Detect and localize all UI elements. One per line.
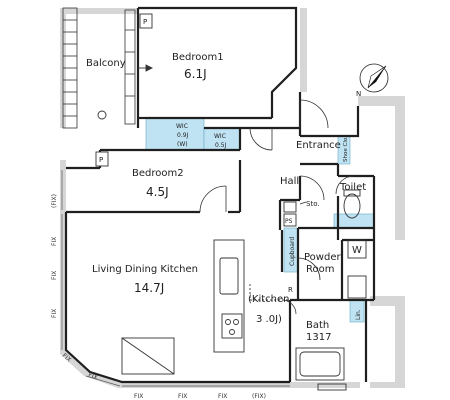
walls <box>64 6 376 384</box>
exterior-wall-shading <box>60 8 405 388</box>
area-wic1: 0.9J <box>177 132 189 139</box>
p-box-2 <box>95 151 109 167</box>
note-wic1: (W) <box>177 141 188 148</box>
toilet-shelf-area <box>333 213 375 229</box>
fix-left-2: FIX <box>51 271 58 280</box>
label-kitchen: (Kitchen <box>248 294 289 305</box>
label-bath-size: 1317 <box>306 332 331 343</box>
label-r: R <box>288 286 293 294</box>
balcony-railing <box>62 7 136 129</box>
label-toilet: Toilet <box>339 182 366 193</box>
label-bedroom1: Bedroom1 <box>172 52 224 63</box>
label-lin: Lin. <box>355 309 362 320</box>
label-bath: Bath <box>306 320 329 331</box>
label-entrance: Entrance <box>296 140 341 151</box>
label-wic2: WIC <box>214 133 226 140</box>
compass-north-label: N <box>356 90 361 98</box>
ac-unit <box>121 337 175 375</box>
area-wic2: 0.5J <box>215 142 227 149</box>
fix-bottom-2: FIX <box>178 393 187 400</box>
stove <box>221 313 243 339</box>
label-sto: Sto. <box>306 200 320 208</box>
fix-bottom-3: FIX <box>218 393 227 400</box>
powder-sink <box>347 275 367 299</box>
label-p-1: P <box>143 18 147 26</box>
kitchen-sink <box>219 257 239 295</box>
toilet-bowl <box>343 193 361 219</box>
fix-paren-left: (FIX) <box>51 194 58 208</box>
fix-diag-1: FIX <box>61 352 73 363</box>
washer <box>347 239 367 259</box>
label-p-2: P <box>99 156 103 164</box>
label-powder-line1: Powder <box>304 252 341 263</box>
label-balcony: Balcony <box>86 58 126 69</box>
label-wic1: WIC <box>176 123 188 130</box>
fix-paren-bottom: (FIX) <box>252 393 266 400</box>
label-hall: Hall <box>280 176 299 187</box>
balcony-drain <box>97 110 107 120</box>
label-powder-line2: Room <box>306 264 334 275</box>
p-box-1 <box>139 13 153 29</box>
kitchen-counter <box>213 239 245 353</box>
fix-bottom-1: FIX <box>134 393 143 400</box>
label-cupboard: Cupboard <box>289 237 296 266</box>
area-kitchen: 3 .0J) <box>256 314 282 325</box>
label-shoe-closet: Shoe Clo. <box>343 136 349 162</box>
bathtub <box>295 347 345 381</box>
compass-rose: N <box>356 63 389 98</box>
sto-box <box>283 201 297 213</box>
label-w: W <box>352 245 362 256</box>
label-ps: PS <box>285 218 293 225</box>
area-ldk: 14.7J <box>134 281 164 295</box>
label-bedroom2: Bedroom2 <box>132 168 184 179</box>
fix-labels: (FIX) FIX FIX FIX FIX FIX FIX FIX FIX (F… <box>51 194 266 400</box>
label-ldk: Living Dining Kitchen <box>92 264 198 275</box>
area-bedroom1: 6.1J <box>184 67 207 81</box>
fix-left-1: FIX <box>51 237 58 246</box>
fix-diag-2: FIX <box>87 371 98 381</box>
area-bedroom2: 4.5J <box>146 185 169 199</box>
wic1-area <box>145 117 205 151</box>
window-lines <box>61 170 290 387</box>
fixtures <box>95 13 367 391</box>
fix-left-3: FIX <box>51 309 58 318</box>
ps-box <box>283 213 297 227</box>
